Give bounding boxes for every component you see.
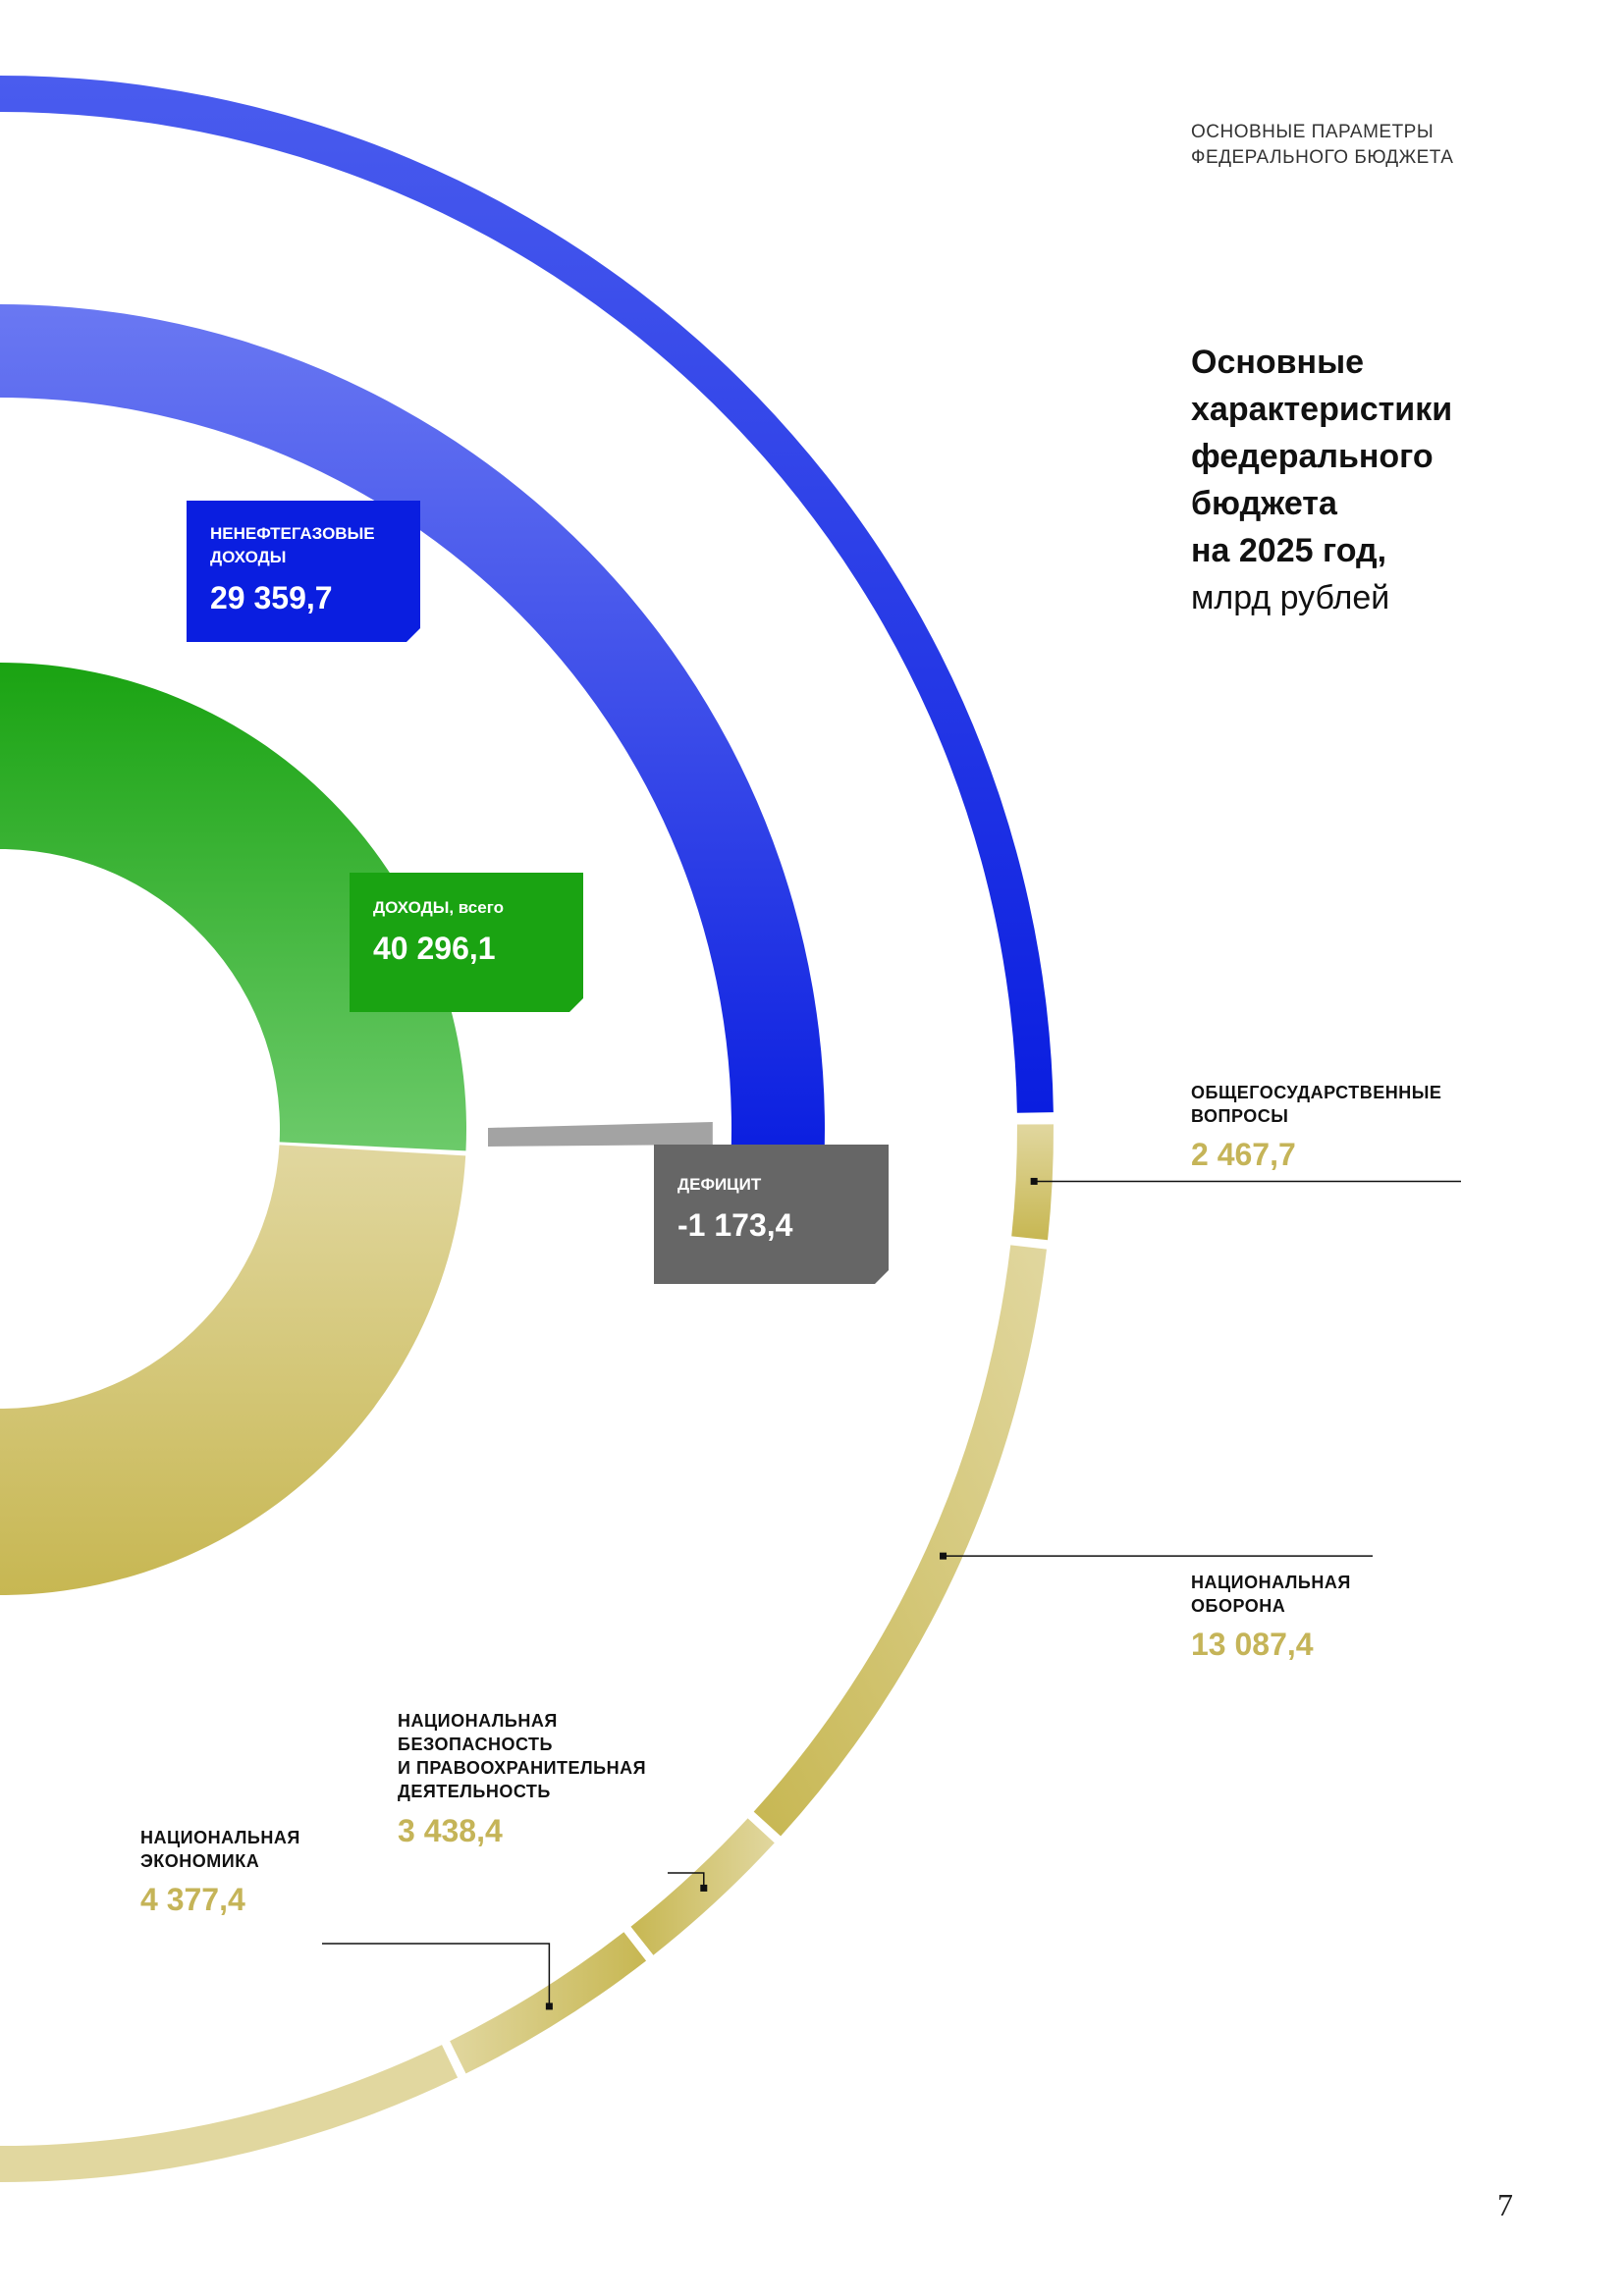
category-label-line: ЭКОНОМИКА [140,1851,260,1871]
leader-dot-security [700,1884,708,1892]
deficit-box-label: ДЕФИЦИТ [677,1175,762,1194]
non-oil-income-box-label: ДОХОДЫ [210,548,286,566]
category-value-security: 3 438,4 [398,1813,503,1848]
category-label-line: ДЕЯТЕЛЬНОСТЬ [398,1782,551,1801]
category-value-economy: 4 377,4 [140,1882,245,1917]
non-oil-income-box [187,501,420,642]
category-label-line: НАЦИОНАЛЬНАЯ [140,1828,300,1847]
income-box-value: 40 296,1 [373,931,496,966]
category-label-general: ОБЩЕГОСУДАРСТВЕННЫЕ ВОПРОСЫ [1191,1081,1441,1128]
deficit-bar [488,1122,713,1147]
national-economy-arc [450,1932,647,2074]
non-oil-income-box-label: НЕНЕФТЕГАЗОВЫЕ [210,524,375,543]
category-label-line: НАЦИОНАЛЬНАЯ [398,1711,558,1731]
category-label-line: НАЦИОНАЛЬНАЯ [1191,1573,1351,1592]
category-label-line: БЕЗОПАСНОСТЬ [398,1735,553,1754]
deficit-box [654,1145,889,1284]
page-number: 7 [1497,2187,1513,2222]
category-value-defense: 13 087,4 [1191,1627,1314,1662]
national-defense-arc [753,1245,1047,1837]
chart-title: Основные характеристики федерального бюд… [1191,339,1452,621]
non-oil-income-box-value: 29 359,7 [210,580,333,615]
category-value-general: 2 467,7 [1191,1137,1296,1172]
title-line5: на 2025 год, [1191,532,1387,569]
non-oil-income-arc [0,304,825,1159]
expenditure-other-arc [0,2045,459,2183]
section-header-line1: ОСНОВНЫЕ ПАРАМЕТРЫ [1191,122,1435,142]
section-header: ОСНОВНЫЕ ПАРАМЕТРЫ ФЕДЕРАЛЬНОГО БЮДЖЕТА [1191,120,1453,171]
deficit-box-value: -1 173,4 [677,1207,793,1243]
title-line4: бюджета [1191,485,1337,522]
leader-dot-defense [940,1552,947,1560]
category-label-line: ВОПРОСЫ [1191,1106,1289,1126]
leader-dot-general [1030,1177,1038,1185]
category-label-economy: НАЦИОНАЛЬНАЯ ЭКОНОМИКА [140,1826,300,1873]
category-label-line: ОБОРОНА [1191,1596,1286,1616]
income-box [350,873,583,1012]
category-label-security: НАЦИОНАЛЬНАЯ БЕЗОПАСНОСТЬ И ПРАВООХРАНИТ… [398,1709,646,1803]
category-label-line: ОБЩЕГОСУДАРСТВЕННЫЕ [1191,1083,1442,1102]
title-line2: характеристики [1191,391,1453,428]
income-ring-arc [0,663,466,1151]
leader-line-economy [322,1943,551,2006]
income-box-label: ДОХОДЫ, всего [373,898,504,917]
section-header-line2: ФЕДЕРАЛЬНОГО БЮДЖЕТА [1191,147,1454,168]
title-line1: Основные [1191,344,1365,381]
category-label-line: И ПРАВООХРАНИТЕЛЬНАЯ [398,1758,647,1778]
leader-line-security [668,1872,705,1889]
category-label-defense: НАЦИОНАЛЬНАЯ ОБОРОНА [1191,1571,1351,1618]
title-line3: федерального [1191,438,1434,475]
leader-dot-economy [545,2002,553,2010]
title-unit: млрд рублей [1191,579,1390,616]
expenditure-inner-ring-arc [0,1145,466,1595]
